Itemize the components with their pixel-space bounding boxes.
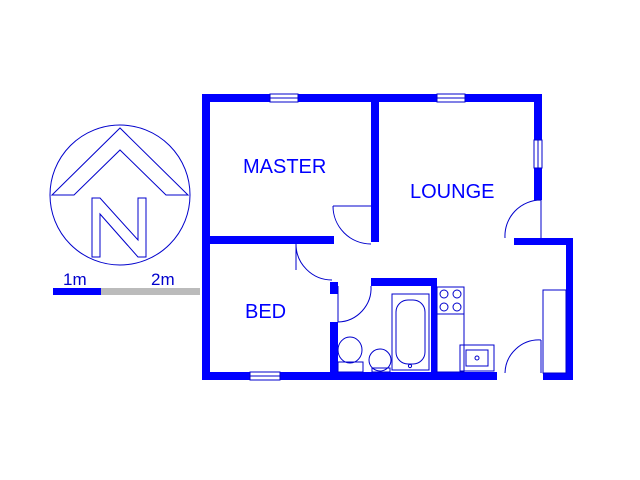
walls (202, 94, 573, 380)
bathtub-drain-icon (407, 363, 413, 369)
wall-bath-kitchen (431, 278, 437, 380)
scale-label-1m: 1m (63, 270, 87, 289)
stove-burner-icon (439, 289, 449, 299)
north-arrow-icon (49, 124, 191, 266)
compass-arrow-outer (50, 127, 190, 196)
scale-bar-dark-segment (53, 288, 101, 295)
sink-drain-icon (474, 355, 480, 361)
compass-n-letter (91, 197, 147, 258)
windows (249, 93, 543, 381)
stove-burner-icon (452, 289, 462, 299)
sink-icon (459, 344, 495, 372)
door-master (332, 205, 372, 245)
cupboard-icon (542, 289, 567, 374)
door-lounge (504, 199, 542, 239)
scale-label-2m: 2m (151, 270, 175, 289)
sink-bowl-icon (465, 349, 489, 367)
scale-bar: 1m 2m (53, 270, 200, 295)
bathtub-inner (395, 299, 426, 365)
wall-bed-bath-lower (330, 322, 338, 380)
room-label-lounge: LOUNGE (410, 181, 494, 203)
toilet-icon (337, 336, 363, 364)
wall-master-lounge (371, 94, 379, 242)
scale-bar-light-segment (101, 288, 200, 295)
wall-kitchen-right (566, 238, 573, 380)
stove-burner-icon (452, 302, 462, 312)
basin-tap-icon (371, 367, 391, 373)
kitchen-fixtures (436, 286, 567, 374)
wall-kitchen-top (514, 238, 572, 245)
counter-icon (436, 313, 465, 373)
door-bathroom (337, 285, 372, 323)
door-kitchen (504, 339, 542, 374)
wall-bath-top (371, 278, 437, 286)
door-bed (295, 243, 333, 281)
room-label-master: MASTER (243, 156, 326, 178)
stove-burner-icon (439, 302, 449, 312)
room-label-bed: BED (245, 301, 286, 323)
bathroom-fixtures (337, 293, 430, 373)
wall-master-bed (202, 236, 334, 244)
bathtub-icon (391, 293, 430, 371)
wall-bottom (202, 372, 497, 380)
basin-icon (368, 348, 392, 372)
wall-bed-bath-upper (330, 282, 338, 294)
doors (295, 199, 542, 374)
wall-kitchen-bottom (543, 373, 573, 380)
toilet-cistern-icon (337, 361, 364, 373)
compass-circle (49, 124, 191, 266)
